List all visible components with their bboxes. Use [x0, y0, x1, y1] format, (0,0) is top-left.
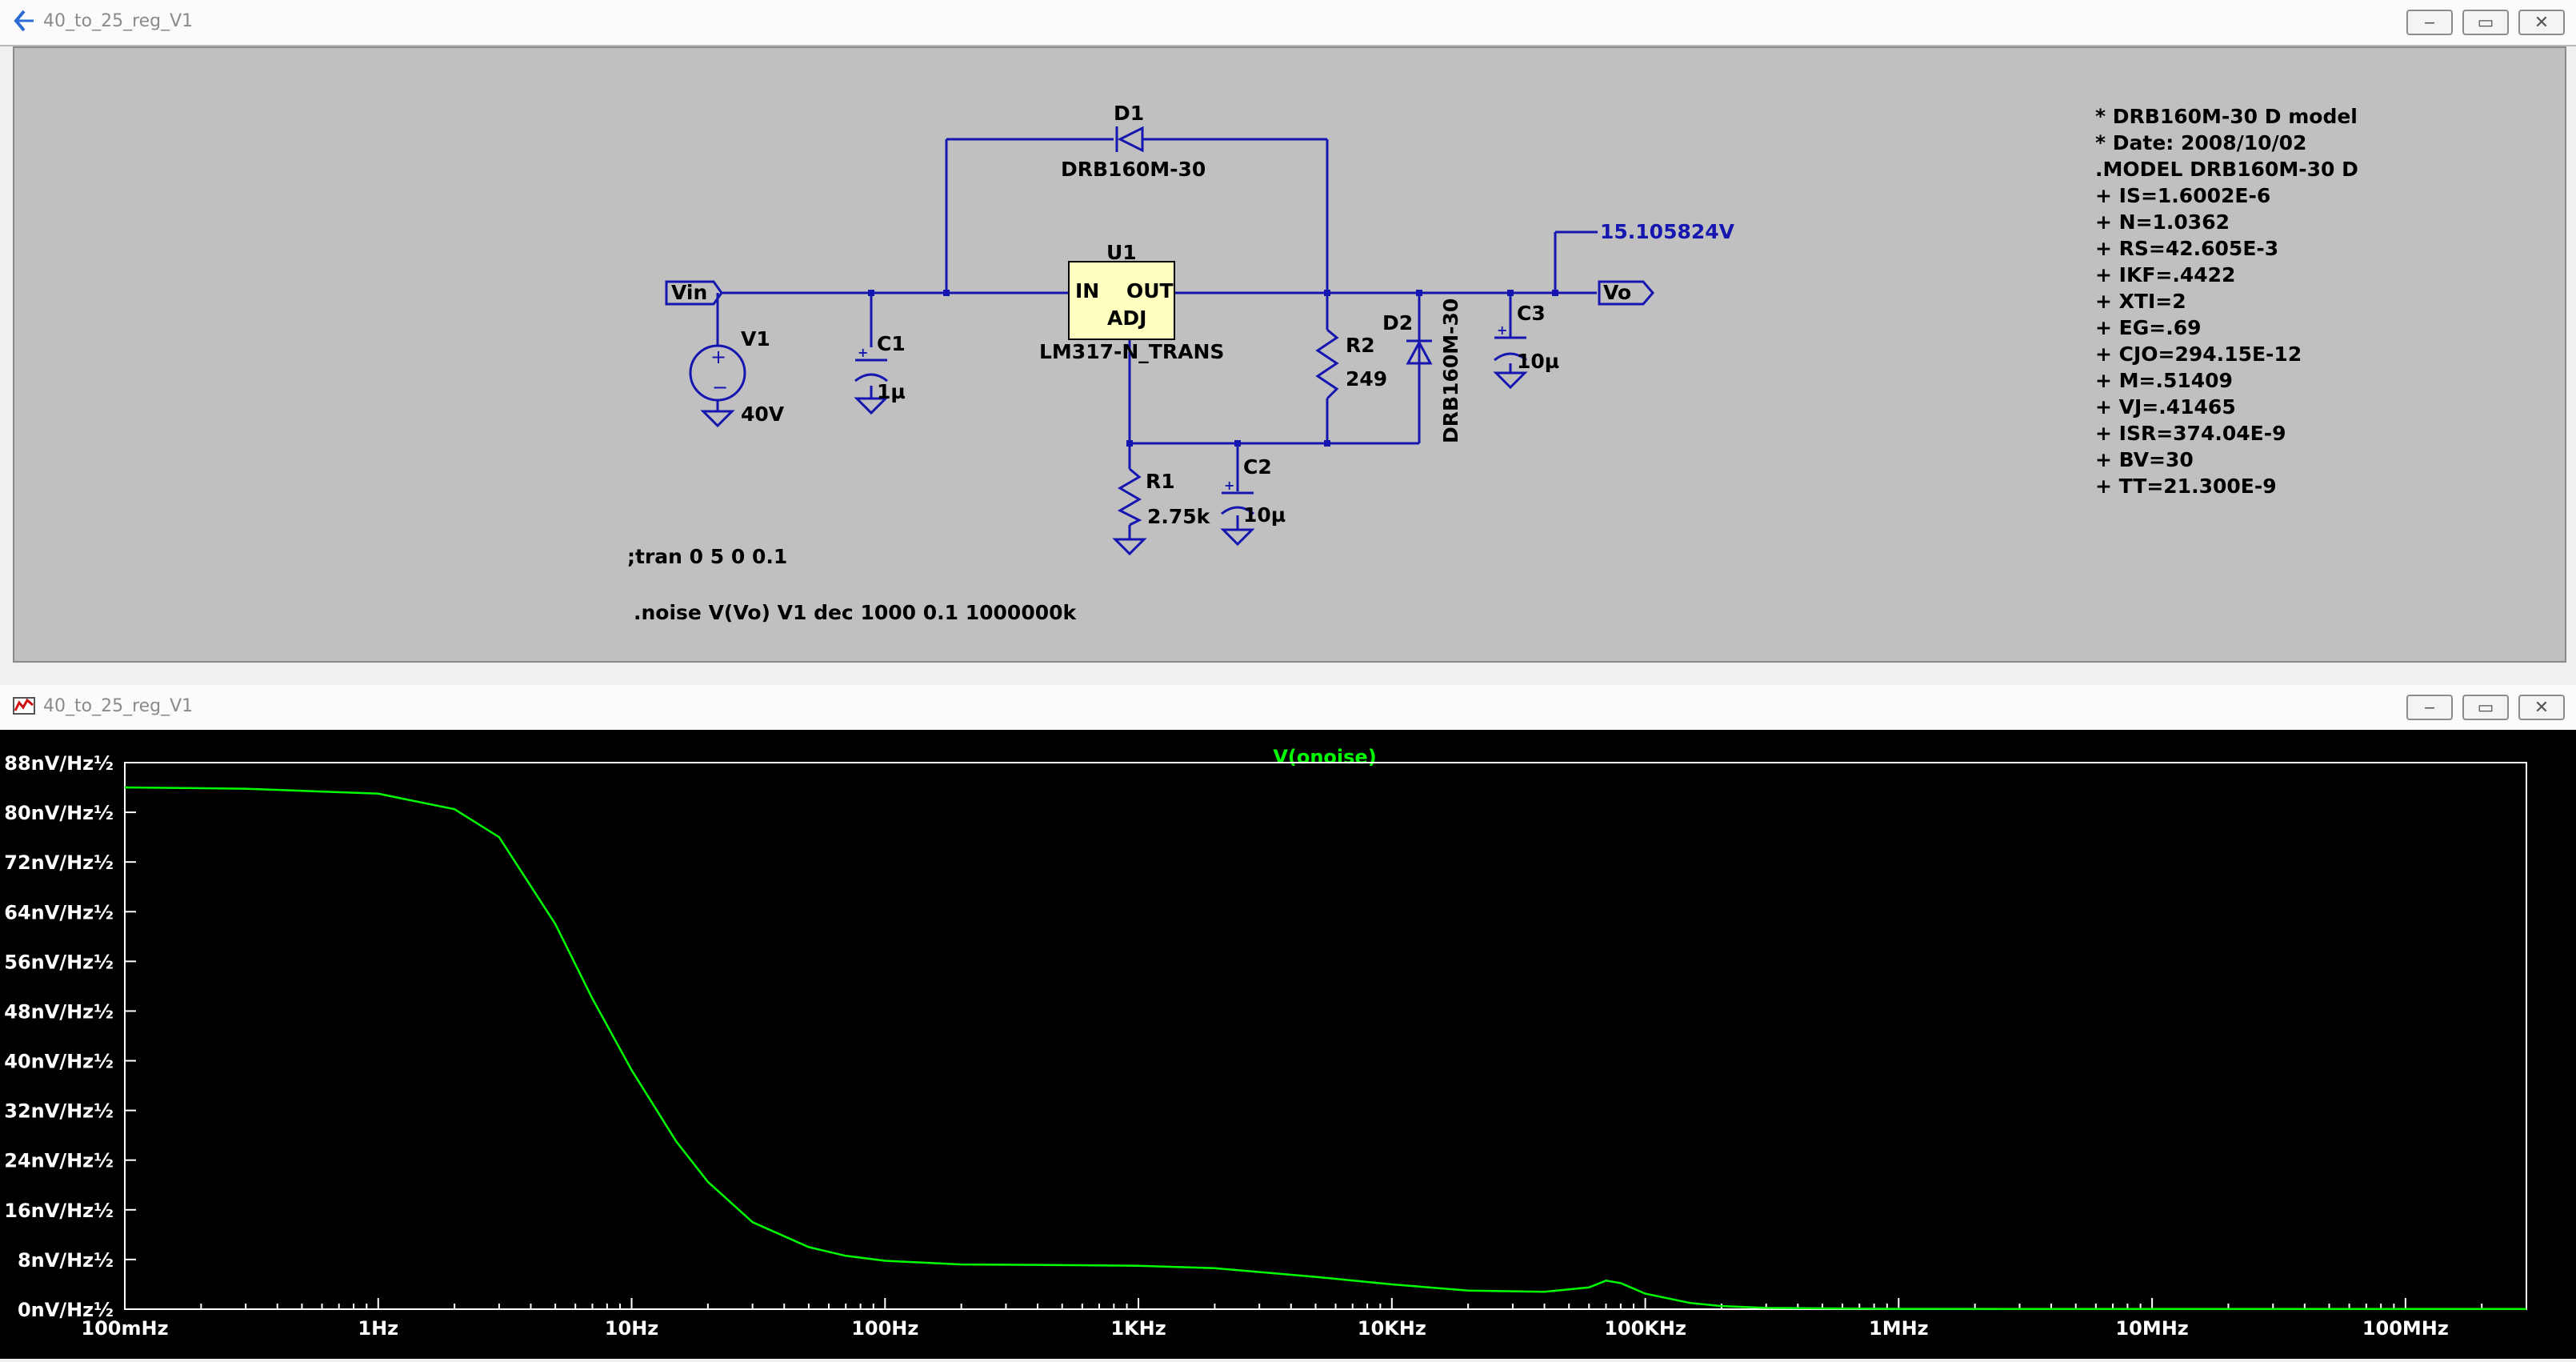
y-tick-label: 24nV/Hz½	[4, 1150, 114, 1172]
tran-directive[interactable]: ;tran 0 5 0 0.1	[627, 545, 787, 568]
schematic-close-button[interactable]: ✕	[2518, 10, 2565, 35]
vo-port-label[interactable]: Vo	[1603, 281, 1631, 304]
model-line: + BV=30	[2095, 448, 2194, 471]
model-line: + ISR=374.04E-9	[2095, 422, 2286, 445]
waveform-plot-pane[interactable]: V(onoise) 100mHz 1Hz 10Hz 100Hz 1KHz 10KHz 100…	[0, 730, 2576, 1359]
y-tick-label: 32nV/Hz½	[4, 1100, 114, 1123]
y-tick-label: 8nV/Hz½	[18, 1249, 114, 1272]
schematic-wires	[665, 126, 1654, 556]
x-tick-label: 100KHz	[1604, 1317, 1686, 1340]
y-tick-label: 48nV/Hz½	[4, 1000, 114, 1023]
r2-value: 249	[1346, 367, 1387, 391]
d1-model: DRB160M-30	[1061, 158, 1206, 181]
model-line: + IS=1.6002E-6	[2095, 184, 2270, 207]
c2-ref: C2	[1243, 455, 1272, 479]
junction-dots	[868, 290, 1558, 447]
x-tick-label: 10MHz	[2115, 1317, 2188, 1340]
model-line: .MODEL DRB160M-30 D	[2095, 158, 2358, 181]
y-tick-label: 72nV/Hz½	[4, 851, 114, 874]
u1-regulator-block[interactable]	[1068, 261, 1175, 340]
v1-minus-sign: −	[712, 376, 728, 399]
plot-window-title: 40_to_25_reg_V1	[43, 696, 194, 716]
c1-polarity: +	[858, 345, 868, 360]
model-line: + TT=21.300E-9	[2095, 475, 2277, 498]
plot-restore-button[interactable]: ▭	[2462, 695, 2509, 720]
noise-chart[interactable]: V(onoise) 100mHz 1Hz 10Hz 100Hz 1KHz 10KHz 100…	[0, 730, 2576, 1359]
model-line: + CJO=294.15E-12	[2095, 343, 2302, 366]
waveform-app-icon	[13, 697, 35, 715]
model-line: + N=1.0362	[2095, 210, 2230, 234]
model-line: + XTI=2	[2095, 290, 2186, 313]
d2-model: DRB160M-30	[1439, 298, 1462, 443]
r1-value: 2.75k	[1147, 505, 1211, 528]
schematic-canvas[interactable]: + − + + + IN OUT ADJ U1 LM317-N_TRANS D1…	[13, 46, 2566, 663]
c1-ref: C1	[877, 332, 906, 355]
v1-value: 40V	[741, 403, 785, 426]
trace-title[interactable]: V(onoise)	[1273, 746, 1376, 768]
d1-ref: D1	[1114, 102, 1144, 125]
x-tick-label: 1KHz	[1110, 1317, 1166, 1340]
model-line: + VJ=.41465	[2095, 395, 2236, 419]
u1-ref: U1	[1106, 241, 1137, 264]
vo-probe-voltage: 15.105824V	[1600, 220, 1735, 243]
y-tick-label: 40nV/Hz½	[4, 1051, 114, 1073]
plot-minimize-button[interactable]: ‒	[2406, 695, 2453, 720]
v1-plus-sign: +	[710, 346, 726, 368]
model-line: + EG=.69	[2095, 316, 2201, 339]
x-tick-label: 100Hz	[851, 1317, 918, 1340]
schematic-window-titlebar: 40_to_25_reg_V1 ‒ ▭ ✕	[0, 0, 2576, 46]
u1-adj-pin: ADJ	[1107, 306, 1146, 330]
vin-port-label[interactable]: Vin	[671, 281, 707, 304]
model-line: * DRB160M-30 D model	[2095, 105, 2358, 128]
d2-ref: D2	[1382, 311, 1413, 334]
model-line: * Date: 2008/10/02	[2095, 131, 2306, 154]
x-tick-label: 10Hz	[605, 1317, 658, 1340]
c2-value: 10µ	[1243, 503, 1286, 527]
plot-frame	[124, 762, 2527, 1310]
c3-polarity: +	[1497, 322, 1507, 338]
plot-window-titlebar: 40_to_25_reg_V1 ‒ ▭ ✕	[0, 685, 2576, 731]
y-tick-label: 16nV/Hz½	[4, 1200, 114, 1222]
schematic-restore-button[interactable]: ▭	[2462, 10, 2509, 35]
u1-out-pin: OUT	[1126, 279, 1174, 302]
x-tick-label: 100MHz	[2362, 1317, 2449, 1340]
y-tick-label: 64nV/Hz½	[4, 901, 114, 923]
y-tick-label: 80nV/Hz½	[4, 802, 114, 824]
schematic-minimize-button[interactable]: ‒	[2406, 10, 2453, 35]
c3-value: 10µ	[1517, 350, 1559, 373]
model-line: + RS=42.605E-3	[2095, 237, 2278, 260]
u1-in-pin: IN	[1075, 279, 1099, 302]
r1-ref: R1	[1146, 470, 1175, 493]
schematic-window-title: 40_to_25_reg_V1	[43, 11, 194, 31]
y-tick-label: 56nV/Hz½	[4, 951, 114, 973]
schematic-app-icon	[14, 10, 34, 32]
y-tick-label: 88nV/Hz½	[4, 752, 114, 775]
x-tick-label: 100mHz	[81, 1317, 168, 1340]
v1-ref: V1	[741, 327, 770, 351]
plot-close-button[interactable]: ✕	[2518, 695, 2565, 720]
noise-directive[interactable]: .noise V(Vo) V1 dec 1000 0.1 1000000k	[634, 601, 1077, 624]
u1-model: LM317-N_TRANS	[1039, 340, 1224, 363]
c2-polarity: +	[1224, 478, 1234, 493]
x-tick-label: 1Hz	[358, 1317, 398, 1340]
model-line: + IKF=.4422	[2095, 263, 2235, 286]
series-line-onoise[interactable]	[124, 786, 2526, 1311]
y-tick-label: 0nV/Hz½	[18, 1299, 114, 1321]
c1-value: 1µ	[877, 380, 906, 403]
model-line: + M=.51409	[2095, 369, 2233, 392]
x-tick-label: 1MHz	[1869, 1317, 1929, 1340]
c3-ref: C3	[1517, 302, 1546, 325]
r2-ref: R2	[1346, 334, 1375, 357]
x-tick-label: 10KHz	[1358, 1317, 1426, 1340]
diode-model-spice-text[interactable]: * DRB160M-30 D model * Date: 2008/10/02 …	[2095, 105, 2358, 498]
